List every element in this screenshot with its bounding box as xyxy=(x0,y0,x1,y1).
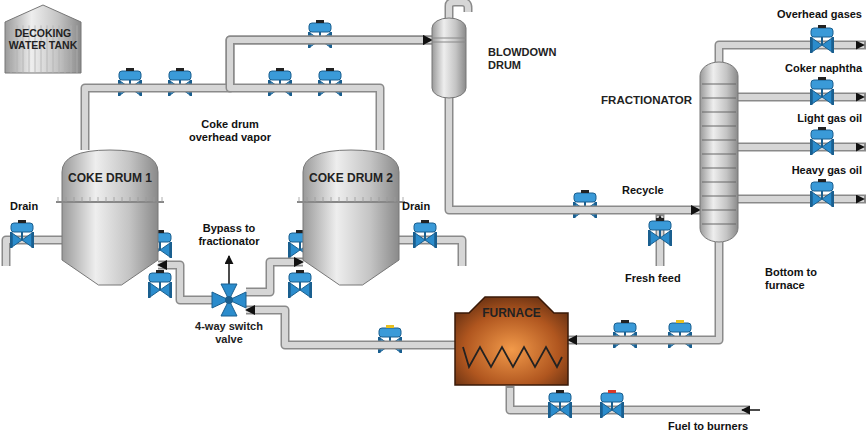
node-label: FRACTIONATOR xyxy=(570,94,692,107)
stream-label: Light gas oil xyxy=(797,112,862,125)
blowdown-drum: BLOWDOWN DRUM xyxy=(432,18,466,98)
stream-label: Bypass to fractionator xyxy=(182,222,276,248)
product-pipe xyxy=(738,93,866,102)
bypass-arrow xyxy=(228,256,230,284)
pipe-wall xyxy=(246,310,455,345)
stream-label: Fuel to burners xyxy=(668,420,748,433)
vent-pipe xyxy=(449,2,468,18)
node-label: 4-way switch valve xyxy=(182,320,276,345)
vent-pipe xyxy=(449,2,468,18)
process-pipe xyxy=(568,242,719,340)
node-label: FURNACE xyxy=(461,307,562,321)
pipe-core xyxy=(85,40,432,150)
pipe-core xyxy=(449,98,700,210)
coke-drum: COKE DRUM 1 xyxy=(62,150,158,285)
control-valve xyxy=(810,25,834,53)
pipe-wall xyxy=(246,262,303,292)
control-valve xyxy=(810,179,834,207)
fuel-pipe xyxy=(510,386,750,410)
pipe-core xyxy=(158,265,212,300)
control-valve xyxy=(288,270,312,298)
coke-drum: COKE DRUM 2 xyxy=(303,150,399,285)
process-pipe xyxy=(158,265,212,300)
process-pipe xyxy=(85,40,432,150)
product-pipe xyxy=(719,45,864,64)
stream-label: Fresh feed xyxy=(625,272,681,285)
stream-label: Heavy gas oil xyxy=(792,164,862,177)
switch-valve-outline xyxy=(212,284,246,316)
blowdown-drum-outline xyxy=(432,18,466,98)
control-valve xyxy=(148,270,172,298)
pipe-core xyxy=(246,262,303,292)
control-valve xyxy=(548,390,572,418)
node-label: COKE DRUM 2 xyxy=(307,172,395,186)
stream-label: Overhead gases xyxy=(777,8,862,21)
process-pipe xyxy=(449,98,700,210)
pipe-core xyxy=(246,310,455,345)
product-pipe xyxy=(719,45,866,64)
stream-label: Coker naphtha xyxy=(785,62,862,75)
stream-label: Drain xyxy=(402,200,430,213)
control-valve xyxy=(810,127,834,155)
stream-label: Drain xyxy=(10,200,38,213)
node-label: BLOWDOWN DRUM xyxy=(488,46,584,71)
control-valve xyxy=(600,390,624,418)
pipe-wall xyxy=(85,40,432,150)
switch-valve: 4-way switch valve xyxy=(212,284,246,316)
pipe-wall xyxy=(449,98,700,210)
process-pipe xyxy=(246,262,303,292)
pipe-wall xyxy=(568,242,719,340)
furnace: FURNACE xyxy=(455,295,568,385)
node-label: COKE DRUM 1 xyxy=(66,172,154,186)
control-valve xyxy=(810,77,834,105)
stream-label: Bottom to furnace xyxy=(765,266,837,292)
process-pipe xyxy=(246,310,455,345)
node-label: DECOKING WATER TANK xyxy=(7,27,79,51)
product-pipe xyxy=(738,195,866,204)
coke-drum-outline xyxy=(303,150,399,285)
stream-label: Coke drum overhead vapor xyxy=(185,118,275,144)
coke-drum-outline xyxy=(62,150,158,285)
flow-arrow xyxy=(742,409,760,411)
fuel-pipe xyxy=(510,388,750,410)
product-pipe xyxy=(738,144,864,150)
control-valve xyxy=(10,220,34,248)
control-valve xyxy=(648,218,672,246)
control-valve xyxy=(413,220,437,248)
stream-label: Recycle xyxy=(622,184,664,197)
fractionator-column: FRACTIONATOR xyxy=(700,62,738,242)
pipe-wall xyxy=(158,265,212,300)
product-pipe xyxy=(738,94,864,100)
product-pipe xyxy=(738,196,864,202)
fractionator-column-outline xyxy=(700,62,738,242)
storage-tank: DECOKING WATER TANK xyxy=(5,5,81,73)
pipe-core xyxy=(568,242,719,340)
product-pipe xyxy=(738,143,866,152)
